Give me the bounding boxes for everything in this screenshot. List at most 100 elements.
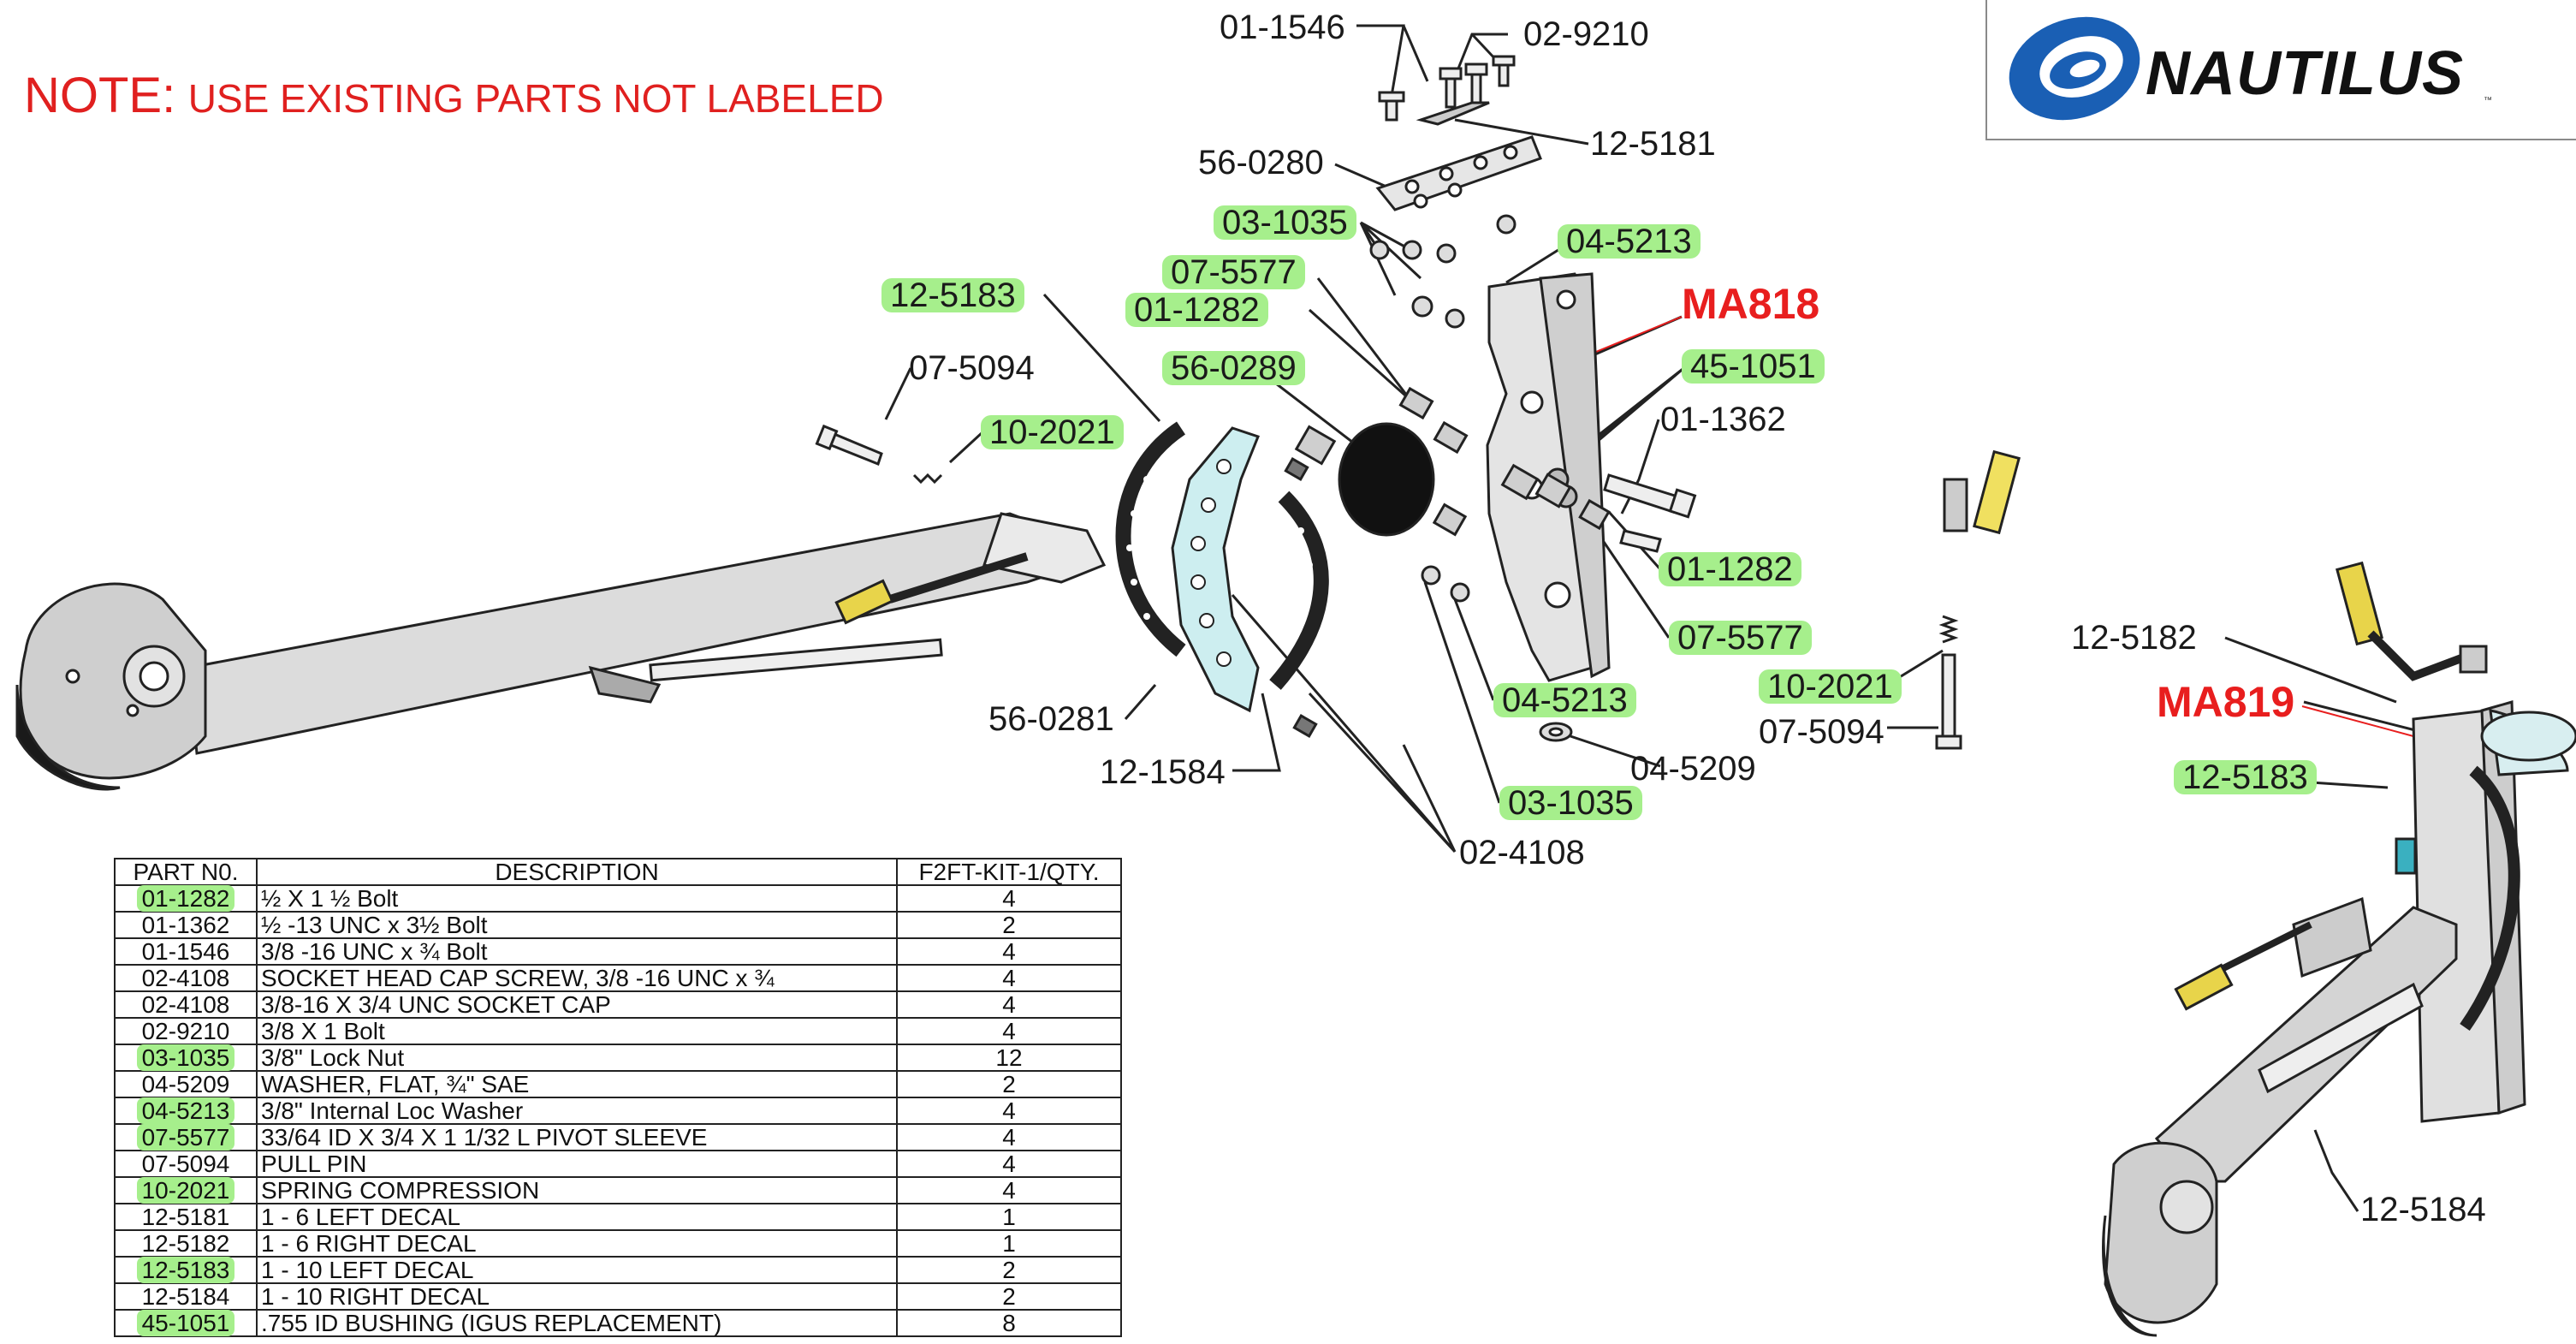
part-number: 45-1051 xyxy=(136,1310,235,1336)
part-number: 04-5213 xyxy=(136,1097,235,1124)
nautilus-swirl-icon xyxy=(2009,16,2140,121)
callout-01-1362: 01-1362 xyxy=(1660,401,1786,438)
description-cell: 3/8 X 1 Bolt xyxy=(256,1017,898,1045)
part-number: 03-1035 xyxy=(136,1044,235,1071)
part-number-cell: 12-5183 xyxy=(114,1256,258,1284)
part-number: 12-5184 xyxy=(141,1283,230,1310)
callout-56-0280: 56-0280 xyxy=(1198,144,1324,181)
callout-03-1035-bottom: 03-1035 xyxy=(1499,786,1642,820)
brand-logo: NAUTILUS ™ xyxy=(1985,0,2576,140)
brand-wordmark: NAUTILUS xyxy=(2146,39,2464,108)
description-cell: SOCKET HEAD CAP SCREW, 3/8 -16 UNC x ¾ xyxy=(256,964,898,992)
callout-56-0281: 56-0281 xyxy=(988,700,1114,738)
part-number-cell: 12-5182 xyxy=(114,1229,258,1258)
part-number-cell: 02-4108 xyxy=(114,964,258,992)
quantity-cell: 4 xyxy=(896,884,1122,913)
part-number-cell: 04-5209 xyxy=(114,1070,258,1098)
part-number-cell: 12-5184 xyxy=(114,1282,258,1311)
note-prefix: NOTE: xyxy=(24,68,176,123)
part-number-cell: 04-5213 xyxy=(114,1097,258,1125)
callout-01-1282-left: 01-1282 xyxy=(1125,293,1268,327)
quantity-cell: 2 xyxy=(896,1256,1122,1284)
description-cell: ½ X 1 ½ Bolt xyxy=(256,884,898,913)
part-number: 01-1362 xyxy=(141,912,230,938)
description-cell: 3/8 -16 UNC x ¾ Bolt xyxy=(256,937,898,966)
callout-04-5213-top: 04-5213 xyxy=(1558,224,1701,259)
callout-07-5094-left: 07-5094 xyxy=(909,349,1035,387)
parts-table: PART N0. DESCRIPTION F2FT-KIT-1/QTY. 01-… xyxy=(114,858,1122,1337)
quantity-cell: 4 xyxy=(896,964,1122,992)
part-number: 04-5209 xyxy=(141,1071,230,1097)
part-number-cell: 01-1282 xyxy=(114,884,258,913)
callout-10-2021-right: 10-2021 xyxy=(1759,669,1902,704)
part-number: 12-5182 xyxy=(141,1230,230,1257)
callout-ma818: MA818 xyxy=(1682,280,1820,328)
part-number: 10-2021 xyxy=(136,1177,235,1204)
callout-45-1051: 45-1051 xyxy=(1682,349,1825,384)
callout-02-4108: 02-4108 xyxy=(1459,834,1585,871)
callout-07-5094-right: 07-5094 xyxy=(1759,713,1885,751)
callout-ma819: MA819 xyxy=(2157,678,2295,726)
quantity-cell: 1 xyxy=(896,1229,1122,1258)
description-cell: 1 - 10 LEFT DECAL xyxy=(256,1256,898,1284)
callout-02-9210: 02-9210 xyxy=(1523,15,1649,53)
quantity-cell: 12 xyxy=(896,1044,1122,1072)
description-cell: 33/64 ID X 3/4 X 1 1/32 L PIVOT SLEEVE xyxy=(256,1123,898,1151)
callout-12-5183-right: 12-5183 xyxy=(2174,760,2317,794)
part-number-cell: 01-1546 xyxy=(114,937,258,966)
part-number-cell: 12-5181 xyxy=(114,1203,258,1231)
callout-10-2021-left: 10-2021 xyxy=(981,415,1124,449)
quantity-cell: 4 xyxy=(896,990,1122,1019)
callout-12-5182: 12-5182 xyxy=(2071,619,2197,657)
description-cell: 1 - 10 RIGHT DECAL xyxy=(256,1282,898,1311)
part-number-cell: 02-9210 xyxy=(114,1017,258,1045)
trademark-mark: ™ xyxy=(2484,96,2492,105)
quantity-cell: 4 xyxy=(896,937,1122,966)
description-cell: 3/8-16 X 3/4 UNC SOCKET CAP xyxy=(256,990,898,1019)
description-cell: ½ -13 UNC x 3½ Bolt xyxy=(256,911,898,939)
callout-12-5183-left: 12-5183 xyxy=(881,278,1024,312)
callout-01-1546: 01-1546 xyxy=(1220,9,1345,46)
description-cell: 3/8" Internal Loc Washer xyxy=(256,1097,898,1125)
part-number: 02-9210 xyxy=(141,1018,230,1044)
part-number: 01-1546 xyxy=(141,938,230,965)
quantity-cell: 4 xyxy=(896,1123,1122,1151)
quantity-cell: 2 xyxy=(896,1282,1122,1311)
description-cell: PULL PIN xyxy=(256,1150,898,1178)
note-text: USE EXISTING PARTS NOT LABELED xyxy=(187,76,884,121)
quantity-cell: 4 xyxy=(896,1150,1122,1178)
part-number: 02-4108 xyxy=(141,991,230,1018)
part-number: 07-5094 xyxy=(141,1151,230,1177)
callout-56-0289: 56-0289 xyxy=(1162,351,1305,385)
part-number-cell: 02-4108 xyxy=(114,990,258,1019)
description-cell: 1 - 6 RIGHT DECAL xyxy=(256,1229,898,1258)
parts-table-header: PART N0. DESCRIPTION F2FT-KIT-1/QTY. xyxy=(114,858,1122,886)
callout-12-1584: 12-1584 xyxy=(1100,753,1226,791)
quantity-cell: 2 xyxy=(896,911,1122,939)
quantity-cell: 8 xyxy=(896,1309,1122,1337)
description-cell: WASHER, FLAT, ¾" SAE xyxy=(256,1070,898,1098)
callout-04-5213-bottom: 04-5213 xyxy=(1493,683,1636,717)
callout-12-5181: 12-5181 xyxy=(1590,125,1716,163)
callout-01-1282-right: 01-1282 xyxy=(1659,552,1801,586)
callout-12-5184: 12-5184 xyxy=(2360,1191,2486,1228)
header-part-no: PART N0. xyxy=(114,858,258,886)
quantity-cell: 4 xyxy=(896,1176,1122,1204)
quantity-cell: 2 xyxy=(896,1070,1122,1098)
quantity-cell: 1 xyxy=(896,1203,1122,1231)
